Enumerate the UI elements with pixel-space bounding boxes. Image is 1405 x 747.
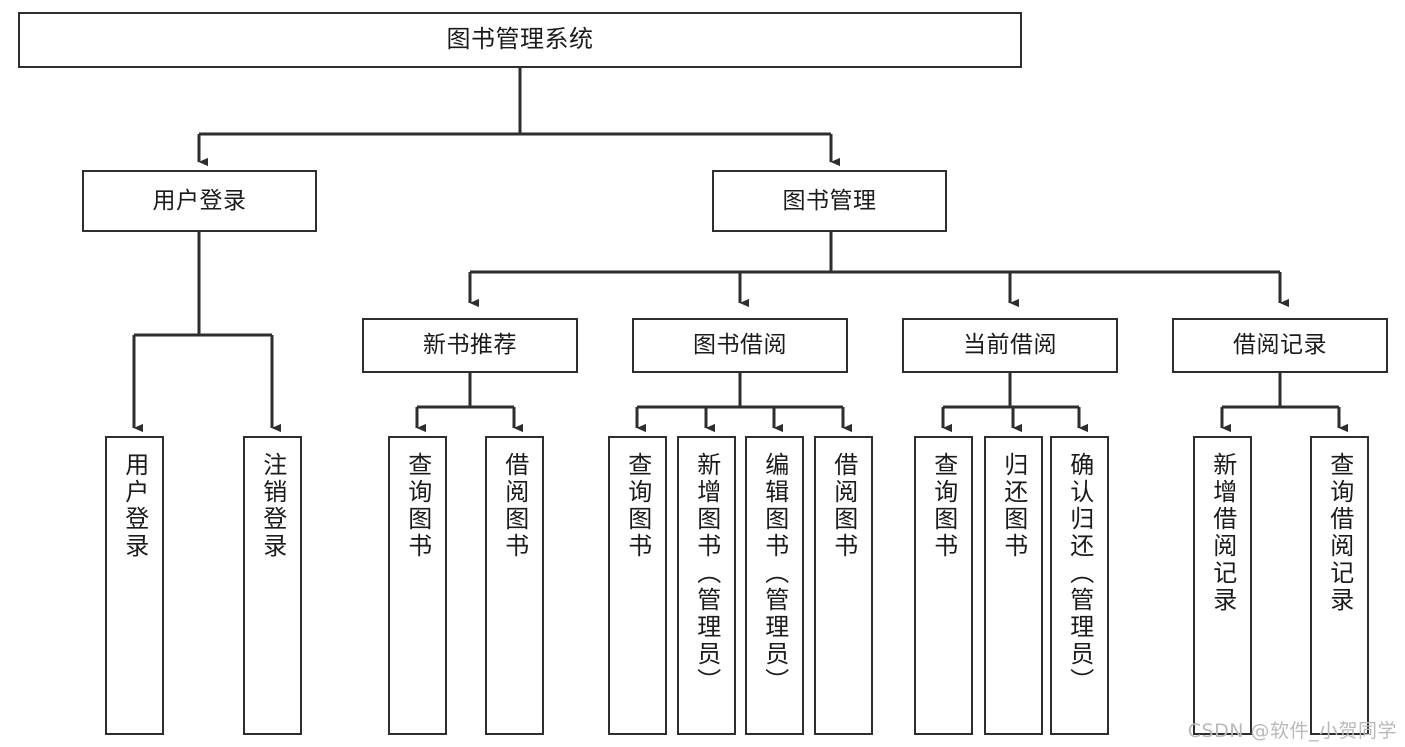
- node-borrow-record-label: 借阅记录: [1233, 332, 1327, 359]
- leaf-query-book-2[interactable]: 查询图书: [608, 436, 667, 735]
- node-current-borrow-label: 当前借阅: [963, 332, 1057, 359]
- leaf-return-book[interactable]: 归还图书: [984, 436, 1043, 735]
- node-book-borrow-label: 图书借阅: [693, 332, 787, 359]
- node-current-borrow[interactable]: 当前借阅: [902, 318, 1118, 373]
- node-new-book-recommend-label: 新书推荐: [423, 332, 517, 359]
- leaf-query-book-1-label: 查询图书: [403, 452, 432, 560]
- node-root[interactable]: 图书管理系统: [18, 12, 1022, 68]
- leaf-borrow-book-2-label: 借阅图书: [829, 452, 858, 560]
- leaf-add-borrow-record-label: 新增借阅记录: [1208, 452, 1237, 614]
- node-user-login[interactable]: 用户登录: [82, 170, 317, 232]
- node-book-manage-label: 图书管理: [782, 187, 877, 214]
- leaf-add-book-admin-label: 新增图书（管理员）: [692, 452, 721, 695]
- leaf-edit-book-admin[interactable]: 编辑图书（管理员）: [745, 436, 804, 735]
- node-book-manage[interactable]: 图书管理: [712, 170, 947, 232]
- node-new-book-recommend[interactable]: 新书推荐: [362, 318, 578, 373]
- leaf-query-book-3-label: 查询图书: [929, 452, 958, 560]
- leaf-user-login-label: 用户登录: [120, 452, 149, 560]
- leaf-borrow-book-2[interactable]: 借阅图书: [814, 436, 873, 735]
- leaf-confirm-return-admin-label: 确认归还（管理员）: [1065, 452, 1094, 695]
- leaf-query-book-3[interactable]: 查询图书: [914, 436, 973, 735]
- leaf-query-borrow-record[interactable]: 查询借阅记录: [1310, 436, 1369, 735]
- leaf-user-logout[interactable]: 注销登录: [243, 436, 302, 735]
- leaf-return-book-label: 归还图书: [999, 452, 1028, 560]
- leaf-query-book-2-label: 查询图书: [623, 452, 652, 560]
- node-user-login-label: 用户登录: [152, 187, 247, 214]
- leaf-borrow-book-1[interactable]: 借阅图书: [485, 436, 544, 735]
- leaf-borrow-book-1-label: 借阅图书: [500, 452, 529, 560]
- csdn-watermark: CSDN @软件_小贺同学: [1187, 720, 1397, 742]
- leaf-user-logout-label: 注销登录: [258, 452, 287, 560]
- node-book-borrow[interactable]: 图书借阅: [632, 318, 848, 373]
- node-borrow-record[interactable]: 借阅记录: [1172, 318, 1388, 373]
- leaf-add-borrow-record[interactable]: 新增借阅记录: [1193, 436, 1252, 735]
- leaf-edit-book-admin-label: 编辑图书（管理员）: [760, 452, 789, 695]
- leaf-add-book-admin[interactable]: 新增图书（管理员）: [677, 436, 736, 735]
- leaf-user-login[interactable]: 用户登录: [105, 436, 164, 735]
- node-root-label: 图书管理系统: [446, 25, 594, 54]
- leaf-query-borrow-record-label: 查询借阅记录: [1325, 452, 1354, 614]
- leaf-confirm-return-admin[interactable]: 确认归还（管理员）: [1050, 436, 1109, 735]
- leaf-query-book-1[interactable]: 查询图书: [388, 436, 447, 735]
